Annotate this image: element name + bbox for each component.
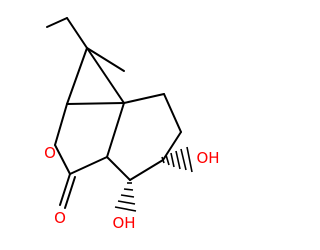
- bond-c3a-junction: [106, 102, 125, 158]
- bond-methyl: [86, 47, 125, 72]
- molecule-structure: O O OH OH: [44, 17, 220, 232]
- bond-carbonyl-double-b: [64, 176, 76, 209]
- bond-o-carbonyl-carbon: [54, 144, 71, 175]
- bond-ethyl-ch3: [46, 17, 68, 28]
- hashed-wedge-oh-bottom: [114, 182, 137, 212]
- hydroxyl-right-label: OH: [196, 149, 219, 167]
- bond-ethyl-ch2: [66, 17, 88, 49]
- ring-oxygen-label: O: [44, 144, 56, 162]
- bond-c4-c3a: [106, 156, 131, 181]
- bond-carbonyl-carbon-c3a: [69, 156, 108, 175]
- hashed-wedge-oh-right: [161, 146, 193, 173]
- bond-cyclopropane-top-right: [86, 47, 125, 104]
- bond-c-o-ring: [54, 103, 68, 146]
- hydroxyl-bottom-label: OH: [112, 214, 135, 232]
- bond-c5-c4: [129, 159, 164, 181]
- bond-cyclopropane-base: [66, 102, 125, 105]
- bond-cyclopropane-top-left: [66, 47, 88, 105]
- carbonyl-oxygen-label: O: [54, 209, 66, 227]
- bond-c7-c6: [163, 93, 182, 133]
- bond-junction-c7: [123, 93, 165, 104]
- bond-carbonyl-double-a: [59, 173, 71, 206]
